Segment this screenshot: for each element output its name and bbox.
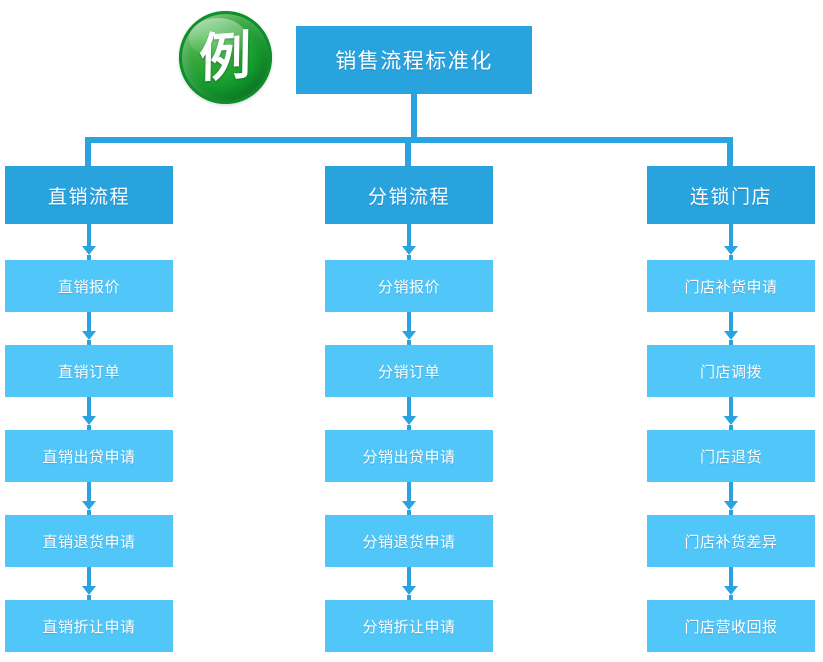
step-node-c2-2[interactable]: 分销订单 [325, 345, 493, 397]
step-node-c2-5[interactable]: 分销折让申请 [325, 600, 493, 652]
arrow-c1-3 [81, 482, 97, 515]
step-node-c2-4-label: 分销退货申请 [362, 532, 456, 551]
arrow-c1-4 [81, 567, 97, 600]
category-node-2-label: 分销流程 [367, 185, 450, 208]
arrow-c2-3 [401, 482, 417, 515]
step-node-c2-1[interactable]: 分销报价 [325, 260, 493, 312]
step-node-c2-3[interactable]: 分销出贷申请 [325, 430, 493, 482]
arrow-c3-0 [723, 224, 739, 260]
step-node-c1-4[interactable]: 直销退货申请 [5, 515, 173, 567]
step-node-c2-2-label: 分销订单 [377, 362, 440, 381]
arrow-c2-4 [401, 567, 417, 600]
step-node-c3-3-label: 门店退货 [699, 447, 762, 466]
step-node-c3-2-label: 门店调拨 [699, 362, 762, 381]
arrow-c2-2 [401, 397, 417, 430]
branch-drop-connector-1 [85, 137, 91, 166]
step-node-c1-2[interactable]: 直销订单 [5, 345, 173, 397]
step-node-c1-4-label: 直销退货申请 [42, 532, 136, 551]
arrow-c3-4 [723, 567, 739, 600]
step-node-c1-1-label: 直销报价 [57, 277, 120, 296]
arrow-c3-3 [723, 482, 739, 515]
step-node-c2-5-label: 分销折让申请 [362, 617, 456, 636]
step-node-c3-5[interactable]: 门店营收回报 [647, 600, 815, 652]
arrow-c2-1 [401, 312, 417, 345]
step-node-c2-1-label: 分销报价 [377, 277, 440, 296]
step-node-c2-3-label: 分销出贷申请 [362, 447, 456, 466]
arrow-c2-0 [401, 224, 417, 260]
root-node-label: 销售流程标准化 [335, 49, 493, 73]
step-node-c1-5[interactable]: 直销折让申请 [5, 600, 173, 652]
step-node-c3-2[interactable]: 门店调拨 [647, 345, 815, 397]
arrow-c3-1 [723, 312, 739, 345]
category-node-2[interactable]: 分销流程 [325, 166, 493, 224]
arrow-c3-2 [723, 397, 739, 430]
step-node-c3-1[interactable]: 门店补货申请 [647, 260, 815, 312]
category-node-3[interactable]: 连锁门店 [647, 166, 815, 224]
root-drop-connector [411, 94, 417, 140]
step-node-c3-5-label: 门店营收回报 [684, 617, 778, 636]
category-node-1[interactable]: 直销流程 [5, 166, 173, 224]
step-node-c3-3[interactable]: 门店退货 [647, 430, 815, 482]
step-node-c1-5-label: 直销折让申请 [42, 617, 136, 636]
root-node[interactable]: 销售流程标准化 [296, 26, 532, 94]
step-node-c2-4[interactable]: 分销退货申请 [325, 515, 493, 567]
step-node-c3-1-label: 门店补货申请 [684, 277, 778, 296]
category-node-1-label: 直销流程 [47, 185, 130, 208]
step-node-c1-2-label: 直销订单 [57, 362, 120, 381]
step-node-c3-4-label: 门店补货差异 [684, 532, 778, 551]
step-node-c1-3[interactable]: 直销出贷申请 [5, 430, 173, 482]
step-node-c3-4[interactable]: 门店补货差异 [647, 515, 815, 567]
arrow-c1-0 [81, 224, 97, 260]
branch-drop-connector-3 [727, 137, 733, 166]
branch-drop-connector-2 [405, 137, 411, 166]
example-badge-label: 例 [199, 25, 252, 90]
arrow-c1-2 [81, 397, 97, 430]
arrow-c1-1 [81, 312, 97, 345]
example-badge-icon: 例 [179, 11, 272, 104]
category-node-3-label: 连锁门店 [689, 185, 772, 208]
step-node-c1-1[interactable]: 直销报价 [5, 260, 173, 312]
step-node-c1-3-label: 直销出贷申请 [42, 447, 136, 466]
